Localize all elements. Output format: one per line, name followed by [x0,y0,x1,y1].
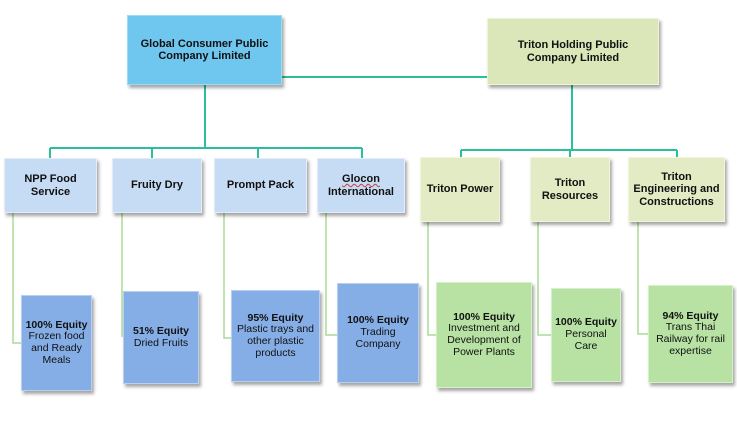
detail-npp-description: Frozen food and Ready Meals [28,330,85,366]
subsidiary-fruity-dry: Fruity Dry [112,158,202,213]
root-triton-label: Triton Holding Public Company Limited [517,39,629,64]
subsidiary-prompt-label: Prompt Pack [226,179,295,192]
detail-power-equity: 100% Equity [453,310,515,323]
subsidiary-triton-engineering: Triton Engineering and Constructions [628,157,725,222]
detail-glocon: 100% Equity Trading Company [337,283,419,383]
subsidiary-triton-power-label: Triton Power [426,183,494,196]
detail-prompt-equity: 95% Equity [247,311,304,324]
root-global-label: Global Consumer Public Company Limited [140,37,269,62]
subsidiary-prompt-pack: Prompt Pack [214,158,307,213]
subsidiary-triton-resources-label: Triton Resources [541,177,599,202]
root-global-consumer: Global Consumer Public Company Limited [127,15,282,85]
subsidiary-triton-engineering-label: Triton Engineering and Constructions [633,171,720,208]
detail-engineering-equity: 94% Equity [662,309,719,322]
detail-engineering-description: Trans Thai Railway for rail expertise [656,321,725,357]
subsidiary-glocon-international: Glocon International [317,158,405,213]
subsidiary-fruity-label: Fruity Dry [131,179,183,192]
detail-engineering: 94% Equity Trans Thai Railway for rail e… [648,285,733,383]
subsidiary-glocon-name: Glocon [342,173,380,186]
detail-glocon-equity: 100% Equity [347,314,409,327]
subsidiary-triton-resources: Triton Resources [530,157,610,222]
detail-resources-equity: 100% Equity [555,316,617,329]
detail-prompt: 95% Equity Plastic trays and other plast… [231,290,320,382]
subsidiary-triton-power: Triton Power [420,157,500,222]
detail-fruity: 51% Equity Dried Fruits [123,291,199,384]
detail-npp: 100% Equity Frozen food and Ready Meals [21,295,92,391]
detail-prompt-description: Plastic trays and other plastic products [236,323,315,359]
subsidiary-npp-label: NPP Food Service [24,173,77,198]
detail-fruity-description: Dried Fruits [133,336,189,349]
detail-resources-description: Personal Care [565,328,607,352]
detail-glocon-description: Trading Company [355,326,401,350]
subsidiary-npp-food-service: NPP Food Service [4,158,97,213]
detail-power: 100% Equity Investment and Development o… [436,282,532,388]
detail-fruity-equity: 51% Equity [132,324,190,337]
detail-resources: 100% Equity Personal Care [551,288,621,382]
detail-power-description: Investment and Development of Power Plan… [447,322,521,358]
detail-npp-equity: 100% Equity [25,318,88,331]
root-triton-holding: Triton Holding Public Company Limited [487,18,659,85]
subsidiary-glocon-suffix: International [327,185,394,198]
